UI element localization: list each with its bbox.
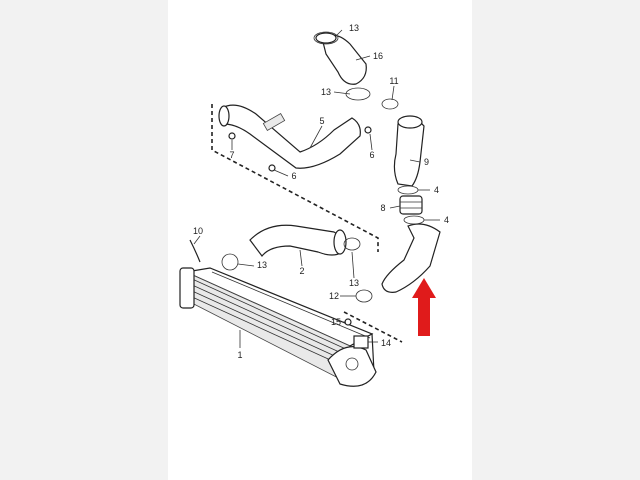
intercooler [179, 267, 377, 387]
callout-label-10: 10 [193, 226, 203, 236]
callout-label-6b: 6 [291, 171, 296, 181]
hose-2 [249, 224, 347, 257]
callout-label-13c: 13 [257, 260, 267, 270]
clamps [221, 31, 425, 303]
leader-lines [193, 29, 440, 348]
callout-label-13d: 13 [349, 278, 359, 288]
callout-label-9: 9 [424, 157, 429, 167]
callout-label-4b: 4 [444, 215, 449, 225]
lower-hose [381, 223, 441, 293]
callout-label-16: 16 [373, 51, 383, 61]
callout-label-5: 5 [319, 116, 324, 126]
callout-label-6a: 6 [369, 150, 374, 160]
assembly-boundaries [211, 104, 403, 343]
callout-label-13a: 13 [349, 23, 359, 33]
adapter-8 [399, 195, 423, 215]
callout-label-15: 15 [331, 317, 341, 327]
hose-5 [218, 104, 361, 169]
callout-label-14: 14 [381, 338, 391, 348]
hose-9 [393, 115, 425, 187]
callout-label-11: 11 [389, 76, 398, 86]
red-arrow-indicator [412, 278, 436, 336]
callout-label-4a: 4 [434, 185, 439, 195]
left-margin-panel [0, 0, 168, 480]
callout-label-1: 1 [237, 350, 242, 360]
hose-16 [315, 32, 367, 85]
callout-label-7: 7 [229, 150, 234, 160]
callout-label-12: 12 [329, 291, 339, 301]
callout-label-13b: 13 [321, 87, 331, 97]
right-margin-panel [472, 0, 640, 480]
callout-label-8: 8 [380, 203, 385, 213]
callout-label-2: 2 [299, 266, 304, 276]
